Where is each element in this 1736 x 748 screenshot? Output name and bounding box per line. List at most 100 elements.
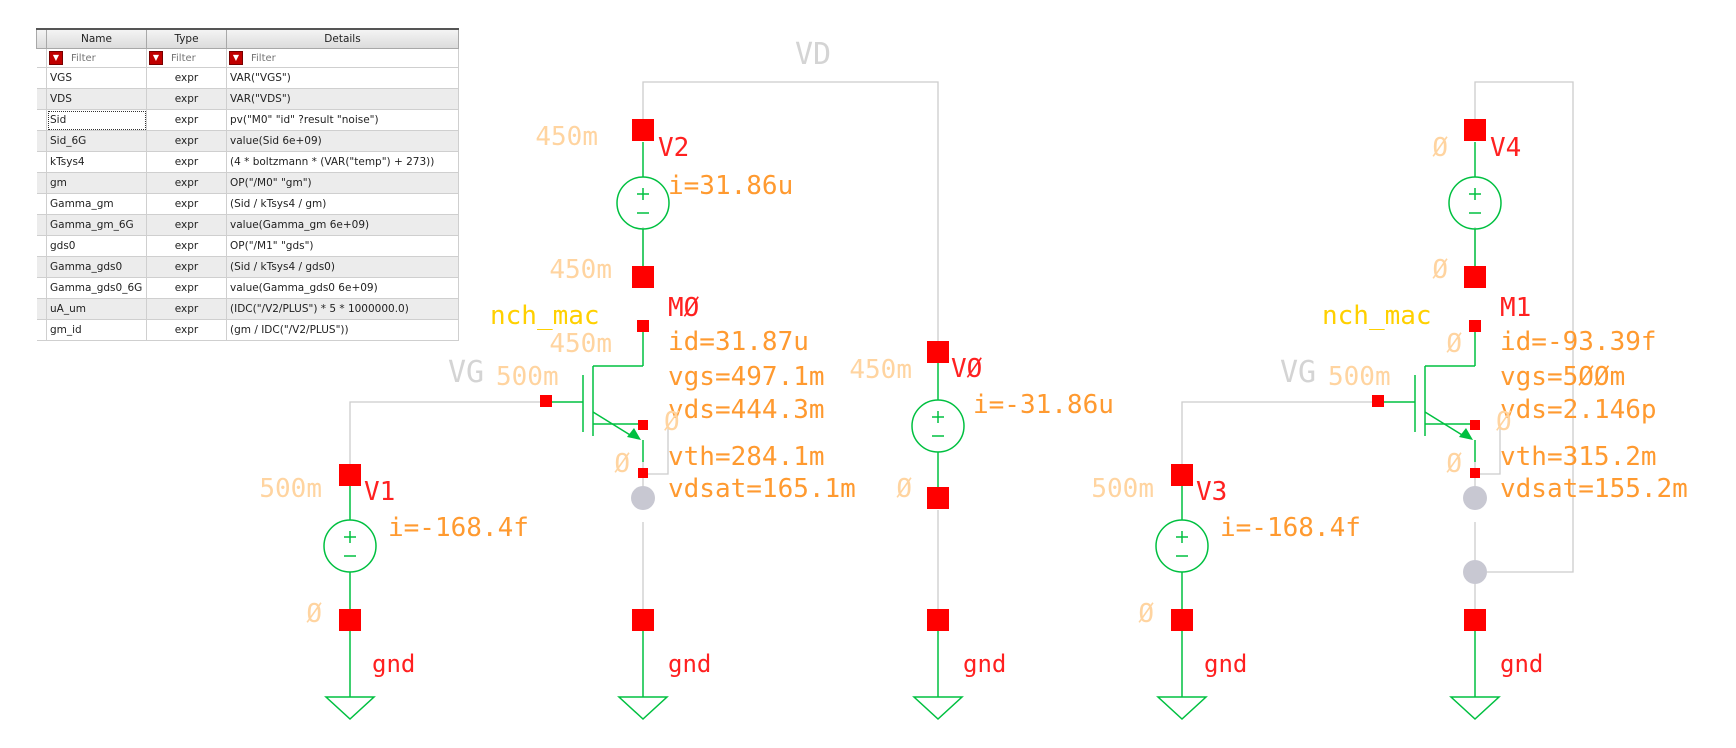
type-cell[interactable]: expr [146, 172, 227, 194]
details-cell[interactable]: value(Gamma_gds0 6e+09) [226, 277, 459, 299]
v1-pin-minus[interactable] [339, 609, 361, 631]
details-cell[interactable]: (IDC("/V2/PLUS") * 5 * 1000000.0) [226, 298, 459, 320]
name-cell[interactable]: gm_id [46, 319, 147, 341]
m0-pin-bulk[interactable] [638, 420, 648, 430]
net-label-vd: VD [795, 37, 831, 72]
details-cell[interactable]: OP("/M1" "gds") [226, 235, 459, 257]
details-filter-input[interactable] [243, 52, 456, 64]
type-cell[interactable]: expr [146, 67, 227, 89]
voltage-label: Ø [664, 407, 680, 437]
v4-pin-plus[interactable] [1464, 119, 1486, 141]
name-cell[interactable]: Gamma_gds0 [46, 256, 147, 278]
m0-pin-source[interactable] [638, 468, 648, 478]
wire-vd-net[interactable] [642, 81, 939, 350]
type-cell[interactable]: expr [146, 109, 227, 131]
type-cell[interactable]: expr [146, 256, 227, 278]
transistor-m0[interactable] [591, 360, 645, 440]
name-cell[interactable]: Gamma_gm [46, 193, 147, 215]
m0-pin-gate[interactable] [540, 395, 552, 407]
v2-pin-plus[interactable] [632, 119, 654, 141]
gnd-pin[interactable] [927, 609, 949, 631]
transistor-m1[interactable] [1423, 360, 1477, 440]
voltage-label: Ø [1432, 133, 1448, 163]
type-cell[interactable]: expr [146, 88, 227, 110]
details-cell[interactable]: OP("/M0" "gm") [226, 172, 459, 194]
wire-m0-bulk[interactable] [643, 424, 669, 475]
ground-symbol[interactable] [1156, 696, 1208, 721]
type-cell[interactable]: expr [146, 235, 227, 257]
v4-pin-minus[interactable] [1464, 266, 1486, 288]
details-cell[interactable]: (Sid / kTsys4 / gds0) [226, 256, 459, 278]
type-cell[interactable]: expr [146, 277, 227, 299]
ground-symbol[interactable] [1449, 696, 1501, 721]
type-cell[interactable]: expr [146, 130, 227, 152]
m0-pin-drain[interactable] [637, 320, 649, 332]
name-cell[interactable]: kTsys4 [46, 151, 147, 173]
v2-pin-minus[interactable] [632, 266, 654, 288]
voltage-source-v3[interactable] [1155, 519, 1209, 573]
ground-symbol[interactable] [324, 696, 376, 721]
voltage-source-v0[interactable] [911, 399, 965, 453]
wire-vg2[interactable] [1181, 401, 1377, 470]
details-cell[interactable]: value(Gamma_gm 6e+09) [226, 214, 459, 236]
details-cell[interactable]: (4 * boltzmann * (VAR("temp") + 273)) [226, 151, 459, 173]
m1-pin-bulk[interactable] [1470, 420, 1480, 430]
filter-dropdown-icon[interactable]: ▼ [49, 51, 63, 65]
type-filter-input[interactable] [163, 52, 224, 64]
v0-pin-plus[interactable] [927, 341, 949, 363]
voltage-label: Ø [614, 449, 630, 479]
v3-pin-plus[interactable] [1171, 464, 1193, 486]
v3-pin-minus[interactable] [1171, 609, 1193, 631]
name-cell[interactable]: Gamma_gm_6G [46, 214, 147, 236]
details-cell[interactable]: VAR("VDS") [226, 88, 459, 110]
wire-m1-bulk[interactable] [1475, 424, 1501, 475]
voltage-label: 500m [1091, 474, 1154, 504]
m1-pin-drain[interactable] [1469, 320, 1481, 332]
gnd-pin[interactable] [632, 609, 654, 631]
filter-dropdown-icon[interactable]: ▼ [229, 51, 243, 65]
source-arrow-icon [627, 428, 641, 440]
m1-pin-gate[interactable] [1372, 395, 1384, 407]
voltage-label: Ø [896, 474, 912, 504]
details-cell[interactable]: (gm / IDC("/V2/PLUS")) [226, 319, 459, 341]
ground-symbol[interactable] [912, 696, 964, 721]
instance-name-v0: VØ [951, 354, 983, 384]
details-cell[interactable]: value(Sid 6e+09) [226, 130, 459, 152]
type-cell[interactable]: expr [146, 193, 227, 215]
m1-pin-source[interactable] [1470, 468, 1480, 478]
voltage-label: 500m [1328, 362, 1391, 392]
v0-pin-minus[interactable] [927, 487, 949, 509]
gnd-label: gnd [668, 650, 711, 678]
source-arm [1424, 411, 1468, 439]
voltage-source-v2[interactable] [616, 176, 670, 230]
type-cell[interactable]: expr [146, 319, 227, 341]
v1-pin-plus[interactable] [339, 464, 361, 486]
voltage-source-v1[interactable] [323, 519, 377, 573]
wire-vg1[interactable] [349, 401, 545, 470]
type-cell[interactable]: expr [146, 214, 227, 236]
gnd-pin[interactable] [1464, 609, 1486, 631]
ground-symbol[interactable] [617, 696, 669, 721]
name-cell[interactable]: Sid_6G [46, 130, 147, 152]
name-filter-input[interactable] [63, 52, 144, 64]
filter-dropdown-icon[interactable]: ▼ [149, 51, 163, 65]
details-cell[interactable]: pv("M0" "id" ?result "noise") [226, 109, 459, 131]
operating-point-m0: vdsat=165.1m [668, 474, 856, 504]
wire-m1-drain-net[interactable] [1474, 81, 1574, 573]
type-cell[interactable]: expr [146, 298, 227, 320]
voltage-source-v4[interactable] [1448, 176, 1502, 230]
details-cell[interactable]: VAR("VGS") [226, 67, 459, 89]
voltage-label: Ø [1432, 255, 1448, 285]
column-header-name[interactable]: Name [46, 28, 147, 49]
